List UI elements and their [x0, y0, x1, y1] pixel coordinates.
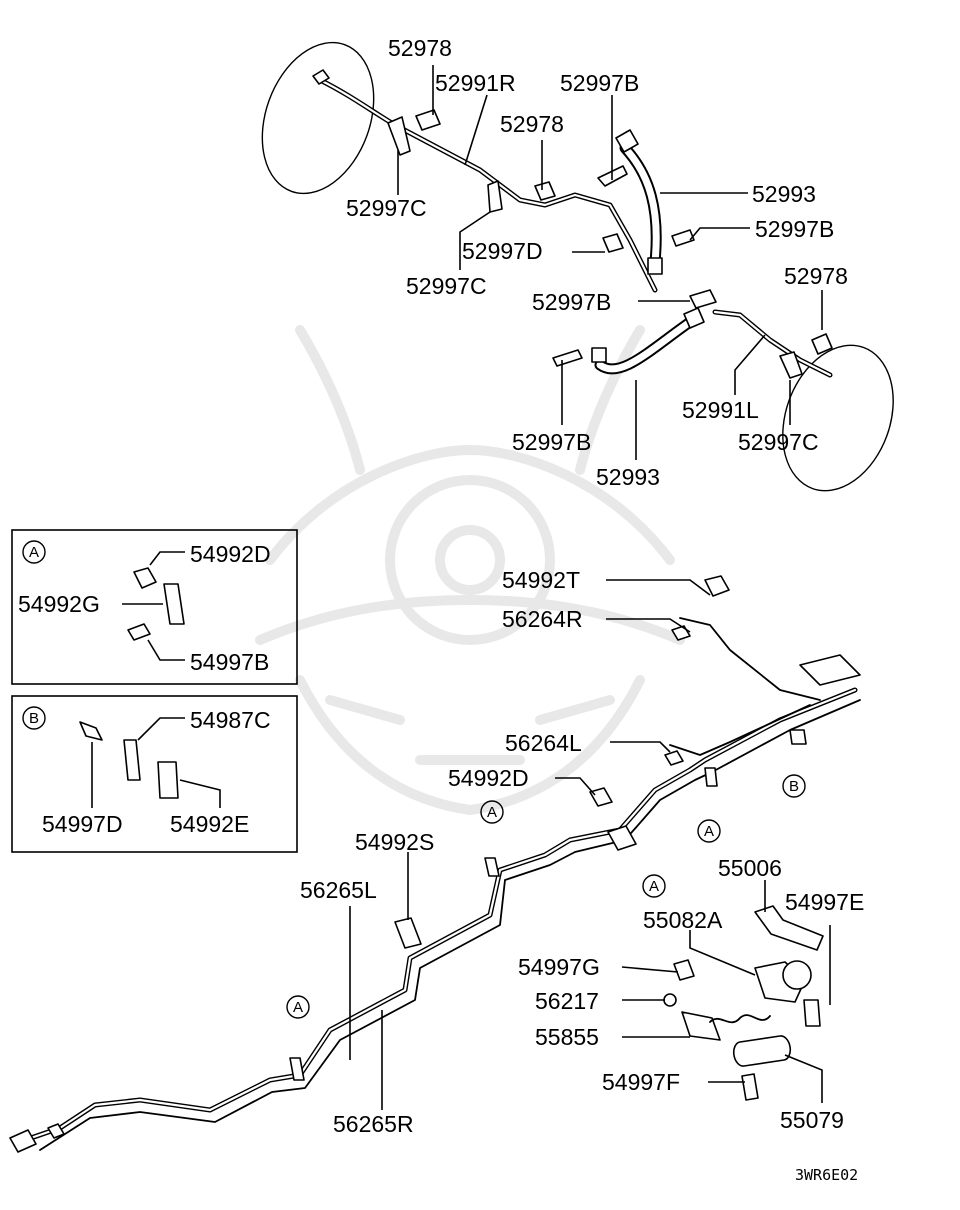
label-56265R: 56265R — [333, 1111, 414, 1137]
marker-a-1-letter: A — [487, 804, 497, 821]
inset-b-letter: B — [29, 710, 39, 727]
label-54992T: 54992T — [502, 567, 580, 593]
label-52997C-bottom: 52997C — [406, 273, 487, 299]
inset-b-label-54997D: 54997D — [42, 811, 123, 837]
label-52997C-right: 52997C — [738, 429, 819, 455]
label-56264L: 56264L — [505, 730, 582, 756]
label-56217: 56217 — [535, 988, 599, 1014]
label-55079: 55079 — [780, 1107, 844, 1133]
label-52997D: 52997D — [462, 238, 543, 264]
label-52991R: 52991R — [435, 70, 516, 96]
inset-a-label-54992G: 54992G — [18, 591, 100, 617]
label-52997B-center: 52997B — [532, 289, 611, 315]
lower-part-labels: 54992T 56264R 56264L 54992D 54992S 56265… — [300, 567, 864, 1137]
inset-b: B 54987C 54997D 54992E — [11, 695, 298, 853]
marker-a-1 — [480, 800, 504, 824]
valve-assembly — [663, 905, 824, 1101]
label-52978-right: 52978 — [784, 263, 848, 289]
upper-part-labels: 52978 52991R 52997B 52978 52993 52997C 5… — [346, 35, 848, 490]
marker-a-3-letter: A — [649, 878, 659, 895]
label-52993-top: 52993 — [752, 181, 816, 207]
upper-leader-lines — [397, 65, 823, 460]
inset-b-marker — [22, 706, 46, 730]
label-55082A: 55082A — [643, 907, 723, 933]
marker-a-3 — [642, 874, 666, 898]
inset-b-frame — [11, 695, 298, 853]
marker-a-2-letter: A — [704, 823, 714, 840]
inset-a-frame — [11, 529, 298, 685]
marker-a-4-letter: A — [293, 999, 303, 1016]
label-52991L: 52991L — [682, 397, 759, 423]
inset-a-label-54997B: 54997B — [190, 649, 269, 675]
right-wheel-ellipse — [782, 344, 894, 492]
label-52997C-left: 52997C — [346, 195, 427, 221]
inset-a-marker — [22, 540, 46, 564]
label-54997G: 54997G — [518, 954, 600, 980]
lower-brake-lines — [9, 575, 861, 1153]
upper-brake-assembly — [261, 41, 894, 492]
label-52978-mid: 52978 — [500, 111, 564, 137]
lower-leader-lines — [349, 579, 831, 1110]
label-54992D: 54992D — [448, 765, 529, 791]
marker-b — [782, 774, 806, 798]
label-52978-top: 52978 — [388, 35, 452, 61]
inset-a-label-54992D: 54992D — [190, 541, 271, 567]
marker-circles: A A A A B — [286, 774, 806, 1019]
label-52997B-right: 52997B — [755, 216, 834, 242]
label-52997B-low: 52997B — [512, 429, 591, 455]
label-54997E: 54997E — [785, 889, 864, 915]
inset-b-label-54992E: 54992E — [170, 811, 249, 837]
diagram-code: 3WR6E02 — [795, 1166, 858, 1184]
label-52993-low: 52993 — [596, 464, 660, 490]
label-54992S: 54992S — [355, 829, 434, 855]
marker-b-letter: B — [789, 778, 799, 795]
left-wheel-ellipse — [261, 41, 375, 195]
inset-a: A 54992D 54992G 54997B — [11, 529, 298, 685]
marker-a-4 — [286, 995, 310, 1019]
marker-a-2 — [697, 819, 721, 843]
label-55855: 55855 — [535, 1024, 599, 1050]
label-55006: 55006 — [718, 855, 782, 881]
inset-b-label-54987C: 54987C — [190, 707, 271, 733]
inset-a-letter: A — [29, 544, 39, 561]
label-54997F: 54997F — [602, 1069, 680, 1095]
label-52997B-top: 52997B — [560, 70, 639, 96]
label-56264R: 56264R — [502, 606, 583, 632]
label-56265L: 56265L — [300, 877, 377, 903]
samurai-helmet-watermark — [255, 325, 685, 815]
